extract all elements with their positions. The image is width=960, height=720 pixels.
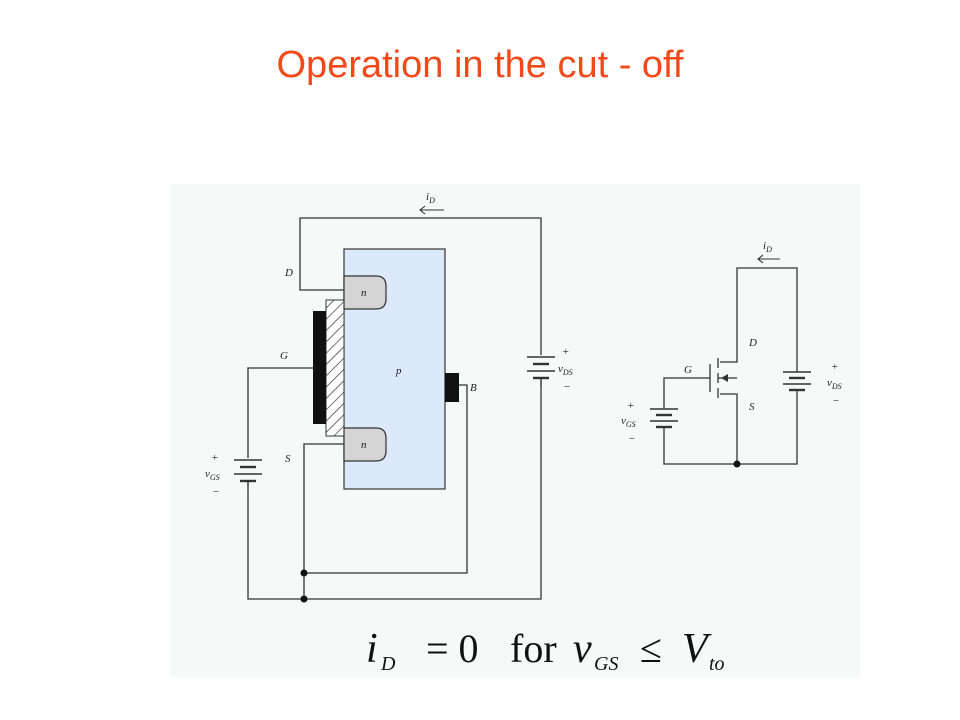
- n-drain-label: n: [361, 287, 367, 299]
- schematic-drain-wire: [720, 267, 798, 372]
- equation-v-sub: GS: [594, 653, 618, 675]
- p-substrate-label: p: [395, 365, 402, 377]
- schematic-source-wire: [720, 393, 738, 464]
- vds-plus-right: +: [831, 361, 838, 373]
- body-contact: [445, 373, 459, 402]
- vgs-battery-left: [234, 459, 262, 490]
- gate-oxide: [325, 299, 345, 437]
- vgs-minus-left: −: [212, 486, 219, 498]
- cross-section-wires: [247, 217, 542, 600]
- equation-i: i: [366, 626, 378, 672]
- schematic-junction-dot: [733, 460, 741, 468]
- equation-equals-zero: = 0: [426, 626, 479, 671]
- gate-label-right: G: [684, 364, 692, 376]
- equation-V: V: [682, 626, 712, 672]
- vds-battery-right: [783, 371, 811, 392]
- slide-title: Operation in the cut - off: [276, 44, 684, 86]
- vgs-plus-right: +: [627, 400, 634, 412]
- equation-v: v: [573, 626, 592, 672]
- vds-label-right: vDS: [827, 377, 842, 391]
- equation-for: for: [510, 626, 557, 671]
- source-label-right: S: [749, 401, 755, 413]
- vgs-label-left: vGS: [205, 468, 220, 482]
- schematic-wires: [663, 267, 798, 465]
- body-terminal-label: B: [470, 382, 477, 394]
- vds-battery-left: [527, 356, 555, 386]
- drain-label-right: D: [748, 337, 757, 349]
- schematic-body-arrow: [721, 374, 728, 382]
- schematic: iD D G S + vDS − + vGS −: [621, 240, 842, 468]
- vgs-minus-right: −: [628, 433, 635, 445]
- vds-return-wire: [247, 385, 542, 600]
- vgs-battery-right: [650, 408, 678, 429]
- n-region-source: [343, 427, 387, 462]
- vds-plus-left: +: [562, 346, 569, 358]
- gate-electrode: [313, 311, 326, 424]
- equation-leq: ≤: [640, 626, 662, 671]
- n-region-drain: [343, 275, 387, 310]
- equation-i-sub: D: [380, 653, 396, 675]
- schematic-gate-wire: [663, 377, 710, 409]
- vds-minus-right: −: [832, 395, 839, 407]
- vds-label-left: vDS: [558, 363, 573, 377]
- id-arrow-left: [419, 205, 444, 215]
- cross-section: iD D G S B p n n + vDS − + vGS −: [205, 191, 573, 603]
- junction-dot: [300, 569, 308, 577]
- source-label-left: S: [285, 453, 291, 465]
- gate-wire: [247, 367, 316, 458]
- junction-dot: [300, 595, 308, 603]
- body-wire: [304, 384, 468, 574]
- id-label-right: iD: [763, 240, 772, 254]
- drain-label-left: D: [284, 267, 293, 279]
- schematic-vds-return: [663, 391, 798, 465]
- id-arrow-right: [757, 254, 780, 264]
- vgs-plus-left: +: [211, 452, 218, 464]
- drain-wire: [299, 217, 542, 355]
- figure-panel: [170, 184, 860, 677]
- source-wire: [303, 443, 347, 599]
- cutoff-equation: i D = 0 for v GS ≤ V to: [366, 626, 725, 675]
- equation-V-sub: to: [709, 653, 725, 675]
- n-source-label: n: [361, 439, 367, 451]
- gate-label-left: G: [280, 350, 288, 362]
- vds-minus-left: −: [563, 381, 570, 393]
- id-label-left: iD: [426, 191, 435, 205]
- vgs-label-right: vGS: [621, 415, 636, 429]
